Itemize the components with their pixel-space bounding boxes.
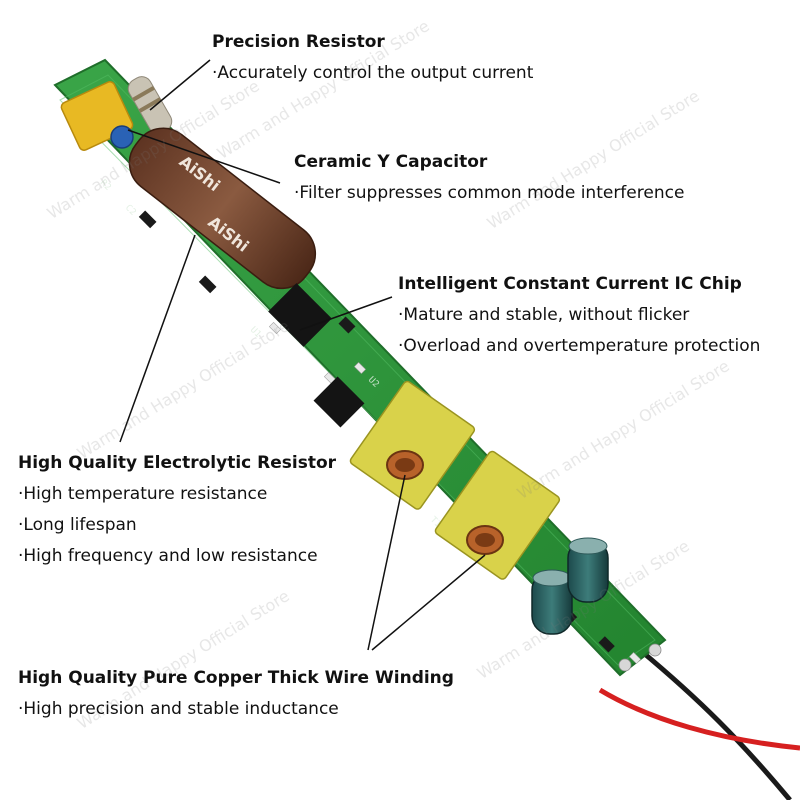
- leader-winding-2: [371, 554, 486, 651]
- y-capacitor: [60, 81, 134, 151]
- annotation-bullet: ·Mature and stable, without flicker: [398, 305, 690, 325]
- annotation-title: Intelligent Constant Current IC Chip: [398, 274, 742, 294]
- annotation-ceramic-y-capacitor: Ceramic Y Capacitor ·Filter suppresses c…: [294, 151, 684, 204]
- leader-ic-chip: [299, 296, 393, 331]
- inductor-winding-2: [434, 450, 561, 580]
- annotation-bullet: ·Filter suppresses common mode interfere…: [294, 183, 685, 203]
- annotation-bullet: ·Long lifespan: [18, 515, 137, 535]
- annotation-winding: High Quality Pure Copper Thick Wire Wind…: [18, 667, 454, 720]
- ic-chip-u1: [268, 283, 332, 347]
- ic-chip-u2: [313, 376, 365, 428]
- annotation-bullet: ·Accurately control the output current: [212, 63, 534, 83]
- leader-winding-1: [367, 474, 406, 651]
- annotation-precision-resistor: Precision Resistor ·Accurately control t…: [212, 31, 533, 84]
- annotation-title: High Quality Pure Copper Thick Wire Wind…: [18, 668, 454, 688]
- annotation-bullet: ·Overload and overtemperature protection: [398, 336, 761, 356]
- annotation-bullet: ·High frequency and low resistance: [18, 546, 318, 566]
- leader-precision-resistor: [149, 59, 211, 111]
- svg-text:R2: R2: [98, 178, 113, 193]
- svg-text:C2: C2: [123, 203, 138, 218]
- electrolytic-capacitor-main: AiShi AiShi: [128, 127, 317, 290]
- leader-y-capacitor: [127, 129, 281, 184]
- annotation-ic-chip: Intelligent Constant Current IC Chip ·Ma…: [398, 273, 760, 357]
- red-wire: [598, 687, 800, 751]
- svg-text:U1: U1: [248, 325, 263, 340]
- annotation-electrolytic: High Quality Electrolytic Resistor ·High…: [18, 452, 336, 567]
- annotation-title: Precision Resistor: [212, 32, 385, 52]
- annotation-title: High Quality Electrolytic Resistor: [18, 453, 337, 473]
- annotation-bullet: ·High precision and stable inductance: [18, 699, 339, 719]
- black-wire: [638, 648, 792, 800]
- small-capacitor-2: [567, 537, 609, 603]
- annotation-title: Ceramic Y Capacitor: [294, 152, 488, 172]
- small-capacitor-1: [531, 569, 573, 635]
- inductor-winding-1: [349, 380, 476, 510]
- annotation-bullet: ·High temperature resistance: [18, 484, 268, 504]
- leader-electrolytic: [119, 234, 196, 443]
